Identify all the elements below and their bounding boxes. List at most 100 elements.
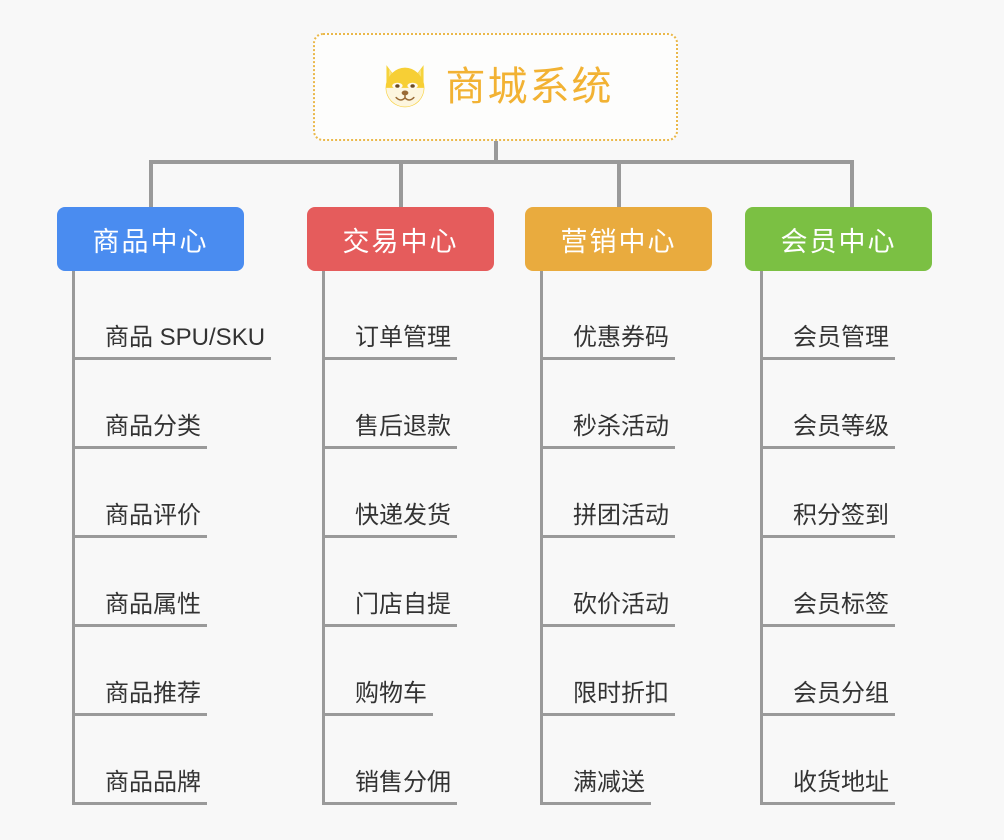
list-item[interactable]: 优惠券码 bbox=[540, 271, 712, 360]
leaf-list-1: 商品 SPU/SKU 商品分类 商品评价 商品属性 商品推荐 商品品牌 bbox=[72, 271, 272, 805]
leaf-connector bbox=[760, 535, 793, 538]
list-item-label: 会员分组 bbox=[793, 681, 895, 716]
connector-root-stem bbox=[494, 141, 498, 164]
root-node-shopping-mall-system[interactable]: 商城系统 bbox=[313, 33, 678, 141]
list-item[interactable]: 会员分组 bbox=[760, 627, 932, 716]
leaf-connector bbox=[540, 357, 573, 360]
category-header-1-label: 商品中心 bbox=[92, 226, 209, 257]
list-item[interactable]: 商品分类 bbox=[72, 360, 244, 449]
leaf-connector bbox=[322, 802, 355, 805]
list-item[interactable]: 收货地址 bbox=[760, 716, 932, 805]
leaf-connector bbox=[72, 624, 105, 627]
leaf-connector bbox=[72, 535, 105, 538]
leaf-connector bbox=[322, 713, 355, 716]
list-item-label: 快递发货 bbox=[355, 503, 457, 538]
list-item-label: 会员等级 bbox=[793, 414, 895, 449]
list-item-label: 限时折扣 bbox=[573, 681, 675, 716]
list-item[interactable]: 商品推荐 bbox=[72, 627, 244, 716]
list-item-label: 销售分佣 bbox=[355, 770, 457, 805]
category-column-4: 会员中心 会员管理 会员等级 积分签到 会员标签 会员分组 bbox=[745, 207, 932, 805]
list-item[interactable]: 秒杀活动 bbox=[540, 360, 712, 449]
list-item-label: 售后退款 bbox=[355, 414, 457, 449]
leaf-connector bbox=[72, 802, 105, 805]
connector-horizontal-bus bbox=[151, 160, 854, 164]
leaf-connector bbox=[72, 713, 105, 716]
leaf-spine-4 bbox=[760, 271, 763, 805]
list-item[interactable]: 商品 SPU/SKU bbox=[72, 271, 272, 360]
root-node-title: 商城系统 bbox=[445, 65, 614, 109]
list-item-label: 砍价活动 bbox=[573, 592, 675, 627]
list-item-label: 商品属性 bbox=[105, 592, 207, 627]
list-item[interactable]: 售后退款 bbox=[322, 360, 494, 449]
leaf-list-3: 优惠券码 秒杀活动 拼团活动 砍价活动 限时折扣 满减送 bbox=[540, 271, 712, 805]
category-header-4-label: 会员中心 bbox=[780, 226, 897, 257]
list-item[interactable]: 快递发货 bbox=[322, 449, 494, 538]
leaf-list-4: 会员管理 会员等级 积分签到 会员标签 会员分组 收货地址 bbox=[760, 271, 932, 805]
list-item-label: 会员管理 bbox=[793, 325, 895, 360]
leaf-connector bbox=[540, 802, 573, 805]
category-header-3[interactable]: 营销中心 bbox=[525, 207, 712, 271]
list-item[interactable]: 商品品牌 bbox=[72, 716, 244, 805]
connector-drop-3 bbox=[617, 160, 621, 207]
category-header-4[interactable]: 会员中心 bbox=[745, 207, 932, 271]
list-item-label: 商品 SPU/SKU bbox=[105, 325, 272, 360]
list-item-label: 积分签到 bbox=[793, 503, 895, 538]
leaf-spine-1 bbox=[72, 271, 75, 805]
list-item-label: 购物车 bbox=[355, 681, 433, 716]
leaf-spine-3 bbox=[540, 271, 543, 805]
list-item[interactable]: 购物车 bbox=[322, 627, 494, 716]
leaf-connector bbox=[540, 446, 573, 449]
leaf-connector bbox=[322, 535, 355, 538]
leaf-connector bbox=[72, 357, 105, 360]
connector-drop-1 bbox=[149, 160, 153, 207]
list-item[interactable]: 会员管理 bbox=[760, 271, 932, 360]
list-item-label: 收货地址 bbox=[793, 770, 895, 805]
list-item[interactable]: 限时折扣 bbox=[540, 627, 712, 716]
list-item[interactable]: 会员等级 bbox=[760, 360, 932, 449]
list-item-label: 满减送 bbox=[573, 770, 651, 805]
list-item-label: 优惠券码 bbox=[573, 325, 675, 360]
leaf-connector bbox=[760, 713, 793, 716]
leaf-connector bbox=[760, 357, 793, 360]
category-column-2: 交易中心 订单管理 售后退款 快递发货 门店自提 购物车 bbox=[307, 207, 494, 805]
connector-drop-2 bbox=[399, 160, 403, 207]
list-item-label: 会员标签 bbox=[793, 592, 895, 627]
leaf-connector bbox=[540, 624, 573, 627]
category-column-3: 营销中心 优惠券码 秒杀活动 拼团活动 砍价活动 限时折扣 bbox=[525, 207, 712, 805]
list-item-label: 门店自提 bbox=[355, 592, 457, 627]
leaf-connector bbox=[72, 446, 105, 449]
list-item[interactable]: 砍价活动 bbox=[540, 538, 712, 627]
list-item-label: 拼团活动 bbox=[573, 503, 675, 538]
category-header-1[interactable]: 商品中心 bbox=[57, 207, 244, 271]
list-item[interactable]: 门店自提 bbox=[322, 538, 494, 627]
connector-drop-4 bbox=[850, 160, 854, 207]
leaf-connector bbox=[760, 446, 793, 449]
leaf-connector bbox=[322, 357, 355, 360]
shiba-dog-icon bbox=[385, 65, 424, 108]
list-item-label: 订单管理 bbox=[355, 325, 457, 360]
category-column-1: 商品中心 商品 SPU/SKU 商品分类 商品评价 商品属性 商品推荐 bbox=[57, 207, 272, 805]
list-item[interactable]: 拼团活动 bbox=[540, 449, 712, 538]
category-header-2-label: 交易中心 bbox=[342, 226, 459, 257]
list-item[interactable]: 会员标签 bbox=[760, 538, 932, 627]
category-header-3-label: 营销中心 bbox=[560, 226, 677, 257]
category-header-2[interactable]: 交易中心 bbox=[307, 207, 494, 271]
list-item[interactable]: 销售分佣 bbox=[322, 716, 494, 805]
leaf-connector bbox=[760, 802, 793, 805]
leaf-connector bbox=[322, 446, 355, 449]
list-item-label: 商品评价 bbox=[105, 503, 207, 538]
list-item[interactable]: 满减送 bbox=[540, 716, 712, 805]
leaf-connector bbox=[760, 624, 793, 627]
list-item[interactable]: 商品属性 bbox=[72, 538, 244, 627]
list-item-label: 商品品牌 bbox=[105, 770, 207, 805]
list-item[interactable]: 积分签到 bbox=[760, 449, 932, 538]
leaf-connector bbox=[540, 535, 573, 538]
list-item-label: 秒杀活动 bbox=[573, 414, 675, 449]
leaf-spine-2 bbox=[322, 271, 325, 805]
list-item[interactable]: 订单管理 bbox=[322, 271, 494, 360]
leaf-connector bbox=[540, 713, 573, 716]
leaf-connector bbox=[322, 624, 355, 627]
list-item-label: 商品分类 bbox=[105, 414, 207, 449]
list-item[interactable]: 商品评价 bbox=[72, 449, 244, 538]
